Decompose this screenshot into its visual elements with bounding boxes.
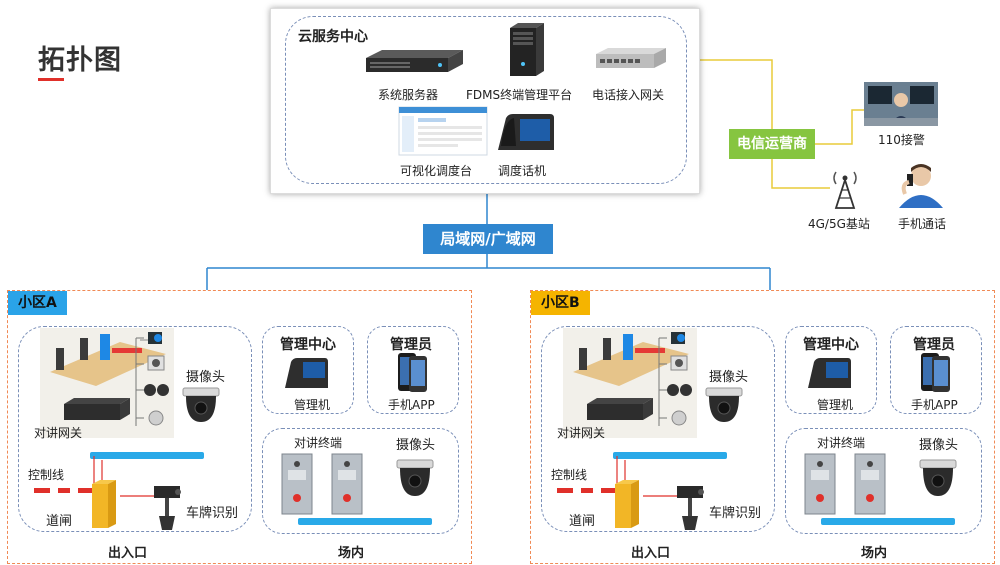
phone-gateway-label: 电话接入网关 [592,88,665,102]
dispatch-console-icon [398,106,488,156]
zone-b-management-phone-icon [808,358,851,388]
zone-a-entrance-bus [90,452,204,459]
zone-b-intercom-terminal-1-icon [804,453,836,515]
zone-a-management-title: 管理中心 [280,337,336,353]
police-operator-icon [864,82,938,126]
zone-a-barrier-gate-icon [34,480,116,528]
zone-a-site-title: 场内 [338,546,365,561]
fdms-platform-label: FDMS终端管理平台 [466,88,573,102]
zone-a-intercom-terminal-2-icon [331,453,363,515]
zone-b-site-dome-camera-icon [919,459,957,496]
page-title: 拓扑图 [38,45,122,76]
network-label: 局域网/广域网 [423,224,553,254]
zone-a-entrance-title: 出入口 [108,546,148,561]
zone-b-tag: 小区B [531,291,590,315]
zone-a-management-device-label: 管理机 [294,398,331,412]
zone-b-entrance-dome-camera-icon [705,387,743,422]
zone-a-terminal-label: 对讲终端 [294,436,343,450]
zone-a-barrier-label: 道闸 [46,514,73,529]
zone-a-plate-camera-icon [154,486,181,530]
zone-b-admin-box [890,326,982,414]
base-station-icon [833,171,857,209]
zone-a-site-dome-camera-icon [396,459,434,496]
zone-b-management-title: 管理中心 [803,337,859,353]
base-station-label: 4G/5G基站 [808,217,870,231]
zone-a-intercom-terminal-1-icon [281,453,313,515]
zone-b-site-camera-label: 摄像头 [919,438,959,453]
zone-a [7,290,472,564]
zone-b-plate-camera-icon [677,486,704,530]
zone-b-site-bus [821,518,955,525]
zone-b-control-line-label: 控制线 [551,468,588,482]
gateway-telecom-link [672,59,773,129]
zone-b-gateway-label: 对讲网关 [557,426,606,440]
cloud-panel [270,8,700,194]
zone-a-admin-title: 管理员 [390,337,432,353]
zone-a-control-line-label: 控制线 [28,468,65,482]
cloud-inner-frame [285,16,687,184]
zone-b-gate-devices-icon [573,334,689,420]
zone-b-management-device-label: 管理机 [817,398,854,412]
zone-a-entrance-dome-camera-icon [182,387,220,422]
zone-b-plate-label: 车牌识别 [709,506,762,521]
zone-a-gate-devices-icon [50,334,166,420]
zone-b-barrier-label: 道闸 [569,514,596,529]
mobile-call-label: 手机通话 [898,217,947,231]
mobile-caller-icon [899,164,943,208]
zone-b-terminal-label: 对讲终端 [817,436,866,450]
zone-a-site-bus [298,518,432,525]
zone-a-entrance-camera-label: 摄像头 [186,370,226,385]
zone-b-entrance-camera-label: 摄像头 [709,370,749,385]
zone-a-admin-box [367,326,459,414]
zone-b-site-title: 场内 [861,546,888,561]
zone-b-site-area [785,428,982,534]
system-server-label: 系统服务器 [378,88,439,102]
telecom-bts-link [771,159,830,189]
zone-a-gateway-label: 对讲网关 [34,426,83,440]
zone-b-admin-title: 管理员 [913,337,955,353]
zone-b-management-box [785,326,877,414]
zone-b-admin-phone-icon [921,353,950,392]
zone-a-entrance-area [18,326,252,532]
zone-a-management-box [262,326,354,414]
zone-a-site-area [262,428,459,534]
zone-a-sensor-column-icon [135,332,169,426]
phone-gateway-icon [596,48,666,68]
zone-b-entrance-bus [613,452,727,459]
police-110-label: 110接警 [878,133,925,147]
zone-b-sensor-column-icon [658,332,692,426]
rack-server-icon [366,50,463,72]
dispatch-phone-icon [498,114,554,150]
zone-b [530,290,995,564]
cloud-title: 云服务中心 [298,29,368,45]
zone-b-entrance-title: 出入口 [631,546,671,561]
telecom-label: 电信运营商 [729,129,815,159]
zone-a-admin-phone-icon [398,353,427,392]
zone-a-site-camera-label: 摄像头 [396,438,436,453]
zone-b-entrance-area [541,326,775,532]
title-underline [38,78,64,81]
zone-b-admin-device-label: 手机APP [911,398,958,412]
zone-b-barrier-gate-icon [557,480,639,528]
zone-a-plate-label: 车牌识别 [186,506,239,521]
tower-server-icon [510,23,544,76]
zone-a-admin-device-label: 手机APP [388,398,435,412]
dispatch-phone-label: 调度话机 [498,164,547,178]
dispatch-console-label: 可视化调度台 [400,164,473,178]
telecom-110-link [815,109,864,145]
zone-a-management-phone-icon [285,358,328,388]
zone-a-tag: 小区A [8,291,67,315]
zone-b-intercom-terminal-2-icon [854,453,886,515]
